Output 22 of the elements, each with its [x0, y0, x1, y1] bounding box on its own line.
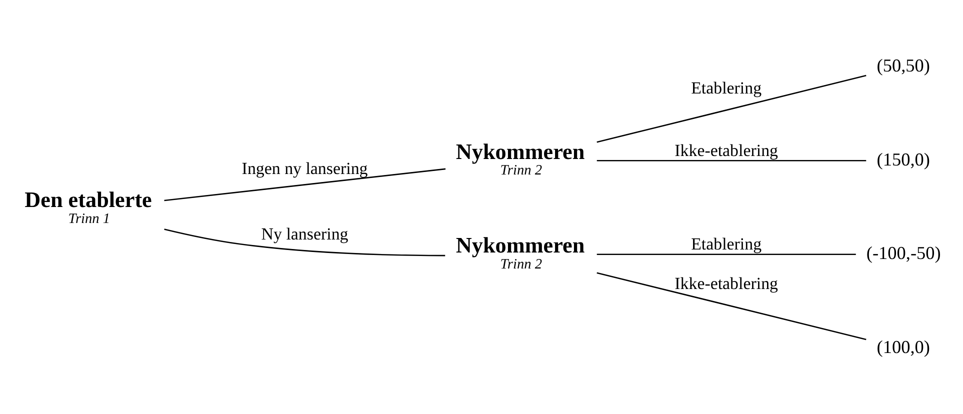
node-label: Trinn 2: [500, 162, 542, 178]
edge-label: Ikke-etablering: [674, 140, 778, 160]
connector: [596, 253, 856, 255]
node-label: Trinn 1: [68, 210, 110, 226]
edge-label: Etablering: [690, 234, 762, 254]
edge-label: Ikke-etablering: [674, 273, 778, 292]
node-text: (150,0): [876, 148, 930, 169]
node-text: Den etablerte: [24, 186, 152, 212]
connector: [164, 228, 445, 256]
edge-label: Ingen ny lansering: [241, 158, 368, 178]
node-text: Nykommeren: [455, 138, 584, 164]
connector: [164, 168, 446, 201]
connector: [596, 159, 866, 161]
node-label: Trinn 2: [500, 256, 542, 272]
connector: [596, 74, 866, 142]
node-text: (100,0): [876, 336, 930, 357]
node-text: (-100,-50): [866, 242, 940, 263]
edge-label: Ny lansering: [260, 224, 348, 243]
edge-label: Etablering: [690, 78, 762, 97]
node-text: Nykommeren: [455, 232, 584, 258]
connector: [596, 272, 866, 340]
node-text: (50,50): [876, 55, 930, 76]
